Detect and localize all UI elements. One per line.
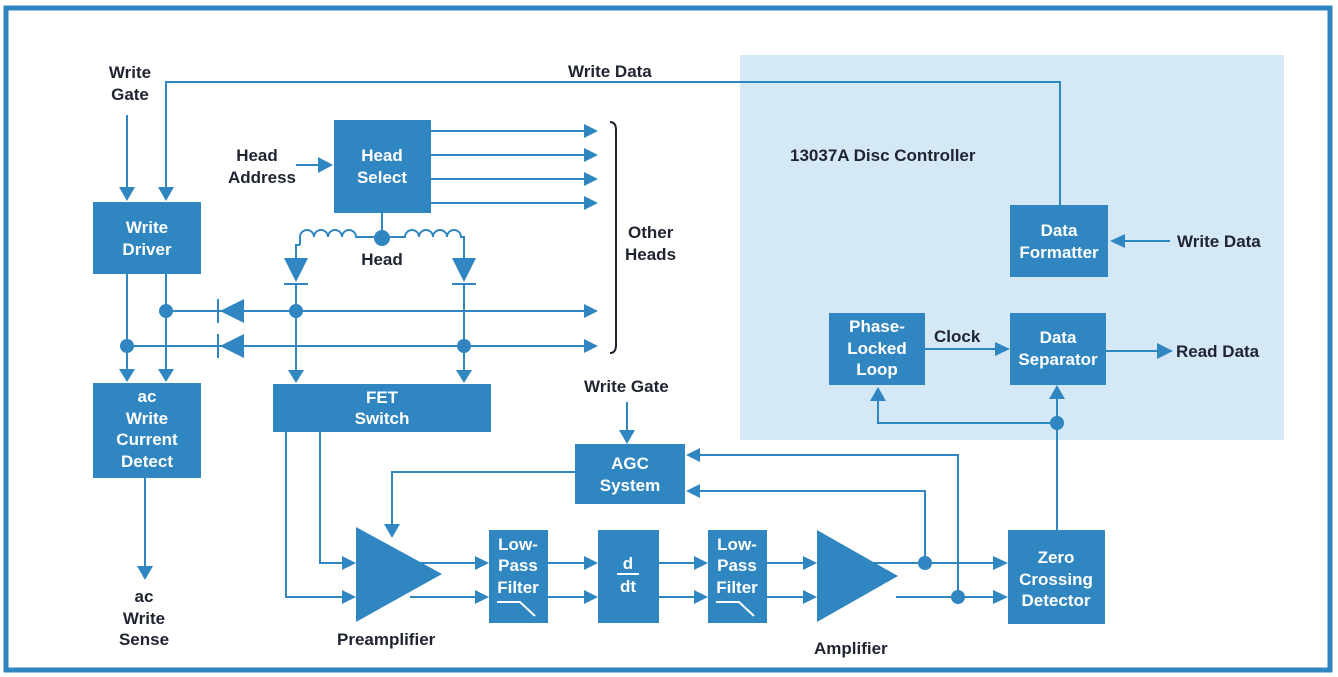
svg-text:Select: Select [357, 168, 407, 187]
other-heads-brace [609, 121, 617, 354]
svg-text:Crossing: Crossing [1019, 570, 1093, 589]
head-select-block: Head Select [334, 120, 431, 213]
svg-text:Switch: Switch [355, 409, 410, 428]
ac-write-sense-label-3: Sense [119, 630, 169, 649]
svg-text:Data: Data [1041, 221, 1078, 240]
fet-switch-block: FET Switch [273, 384, 491, 432]
svg-text:Low-: Low- [498, 535, 538, 554]
ac-write-current-detect-block: ac Write Current Detect [93, 383, 201, 478]
svg-text:Detector: Detector [1022, 591, 1091, 610]
svg-text:Low-: Low- [717, 535, 757, 554]
svg-text:Formatter: Formatter [1019, 243, 1099, 262]
svg-text:Pass: Pass [498, 556, 538, 575]
preamplifier-label: Preamplifier [337, 630, 436, 649]
svg-text:System: System [600, 476, 660, 495]
head-label: Head [361, 250, 403, 269]
ac-write-sense-label: ac [135, 587, 154, 606]
write-gate-label-top-2: Gate [111, 85, 149, 104]
svg-text:Detect: Detect [121, 452, 173, 471]
svg-text:Separator: Separator [1018, 350, 1098, 369]
zero-crossing-detector-block: Zero Crossing Detector [1008, 530, 1105, 624]
svg-text:ac: ac [138, 387, 157, 406]
data-formatter-block: Data Formatter [1010, 205, 1108, 277]
svg-text:AGC: AGC [611, 454, 649, 473]
ac-write-sense-label-2: Write [123, 609, 165, 628]
head-address-label: Head [236, 146, 278, 165]
svg-text:dt: dt [620, 577, 636, 596]
amplifier-triangle [817, 530, 898, 622]
svg-text:Driver: Driver [122, 240, 172, 259]
svg-text:Head: Head [361, 146, 403, 165]
low-pass-filter-1-block: Low- Pass Filter [489, 530, 548, 623]
write-driver-block: Write Driver [93, 202, 201, 274]
svg-text:FET: FET [366, 388, 399, 407]
data-separator-block: Data Separator [1010, 313, 1106, 385]
read-data-label: Read Data [1176, 342, 1260, 361]
svg-text:Write: Write [126, 409, 168, 428]
controller-title: 13037A Disc Controller [790, 146, 976, 165]
write-gate-label-top: Write [109, 63, 151, 82]
write-data-label-right: Write Data [1177, 232, 1261, 251]
outer-frame [3, 5, 1333, 673]
svg-text:Pass: Pass [717, 556, 757, 575]
svg-text:Current: Current [116, 430, 178, 449]
amplifier-label: Amplifier [814, 639, 888, 658]
svg-text:Locked: Locked [847, 339, 907, 358]
write-gate-agc-label: Write Gate [584, 377, 669, 396]
arrowheads [119, 124, 1173, 604]
agc-system-block: AGC System [575, 444, 685, 504]
preamplifier-triangle [356, 527, 442, 622]
svg-text:d: d [623, 554, 633, 573]
clock-label: Clock [934, 327, 981, 346]
other-heads-label-2: Heads [625, 245, 676, 264]
svg-text:Filter: Filter [716, 578, 758, 597]
svg-text:Data: Data [1040, 328, 1077, 347]
svg-text:Loop: Loop [856, 360, 898, 379]
other-heads-label: Other [628, 223, 674, 242]
svg-text:Filter: Filter [497, 578, 539, 597]
svg-text:Phase-: Phase- [849, 317, 905, 336]
bus-diodes [217, 299, 244, 358]
svg-text:Write: Write [126, 218, 168, 237]
head-diodes [284, 258, 476, 285]
junctions [120, 230, 1064, 604]
low-pass-filter-2-block: Low- Pass Filter [708, 530, 767, 623]
write-data-label-top: Write Data [568, 62, 652, 81]
differentiator-block: d dt [598, 530, 659, 623]
head-coil [299, 229, 465, 245]
head-address-label-2: Address [228, 168, 296, 187]
svg-text:Zero: Zero [1038, 548, 1075, 567]
phase-locked-loop-block: Phase- Locked Loop [829, 313, 925, 385]
